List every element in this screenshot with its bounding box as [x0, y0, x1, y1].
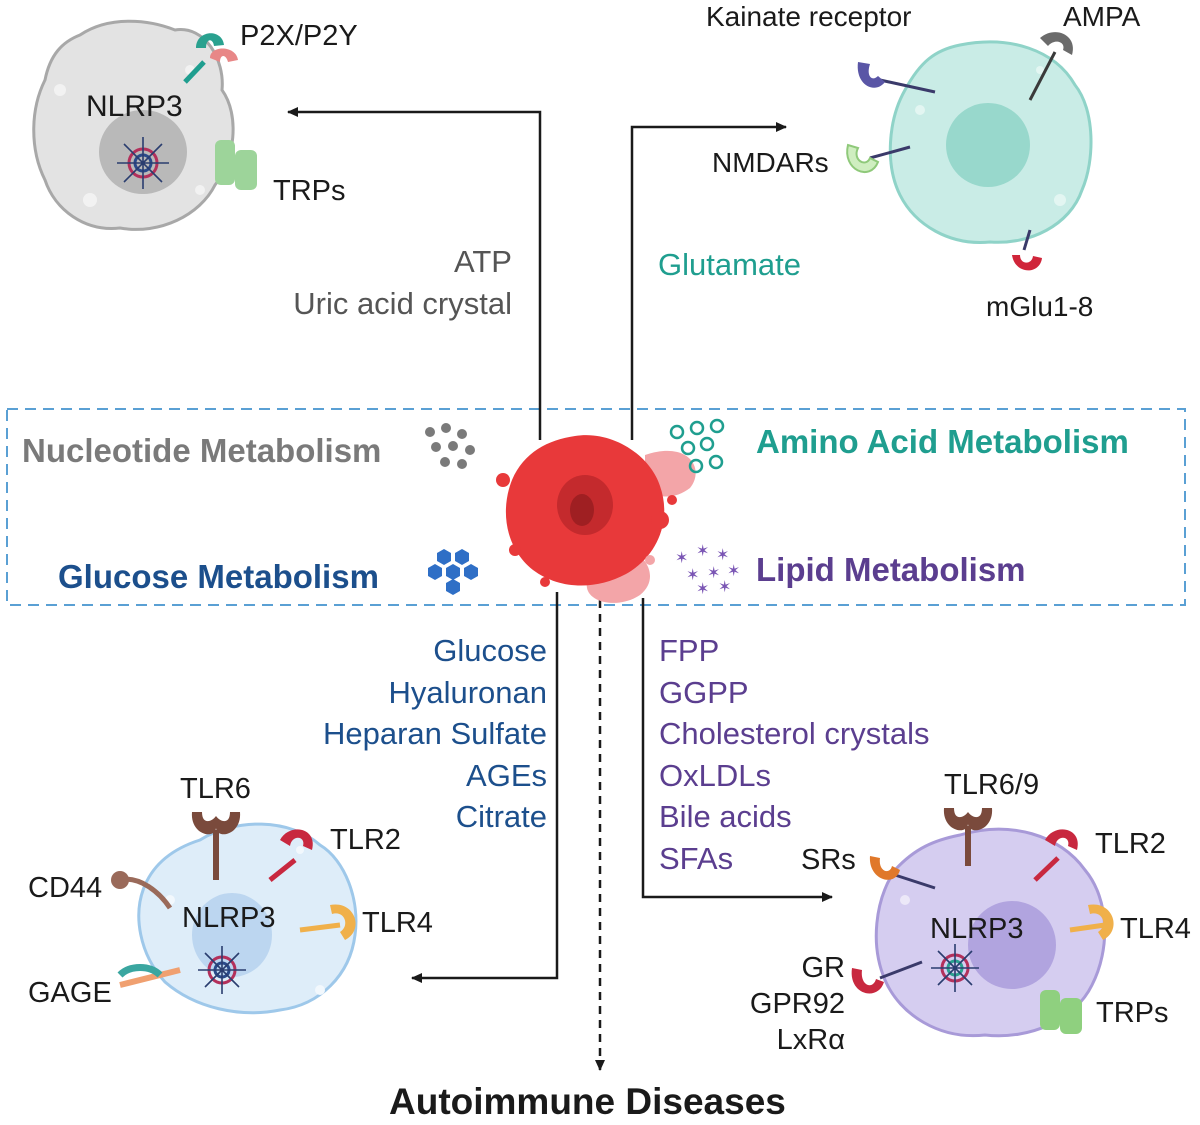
cd44-label: CD44	[28, 872, 103, 904]
nlrp3-label-bottom-right: NLRP3	[930, 913, 1024, 945]
gage-label: GAGE	[28, 977, 112, 1009]
svg-text:✶: ✶	[696, 579, 709, 598]
signal-uric-acid: Uric acid crystal	[293, 285, 512, 321]
signal-sfas: SFAs	[659, 840, 734, 876]
nlrp3-inflammasome-icon-bottom-left	[198, 946, 246, 994]
mglu-receptor-icon	[1012, 229, 1042, 271]
lipid-signals: FPP GGPP Cholesterol crystals OxLDLs Bil…	[659, 630, 929, 879]
glucose-metabolism-label: Glucose Metabolism	[58, 558, 379, 595]
tlr6-label: TLR6	[180, 773, 251, 805]
nucleotide-dots-icon	[425, 423, 475, 469]
gage-receptor-icon	[117, 964, 181, 988]
svg-text:✶: ✶	[727, 561, 740, 580]
arrow-to-top-right-cell	[630, 122, 787, 440]
gr-gpr92-lxr-labels: GR GPR92 LxRα	[735, 950, 845, 1058]
lipid-metabolism-label: Lipid Metabolism	[756, 551, 1026, 588]
signal-hyaluronan: Hyaluronan	[388, 674, 547, 710]
tlr2-label-bottom-right: TLR2	[1095, 828, 1166, 860]
nmdar-receptor-icon	[846, 143, 911, 174]
amino-acid-metabolism-label: Amino Acid Metabolism	[756, 423, 1129, 460]
tlr4-receptor-icon-bottom-right	[1069, 904, 1114, 940]
signal-atp: ATP	[454, 244, 512, 279]
signal-heparan-sulfate: Heparan Sulfate	[322, 716, 547, 751]
nlrp3-label-bottom-left: NLRP3	[182, 902, 276, 934]
p2x-p2y-label: P2X/P2Y	[240, 20, 358, 52]
signal-ages: AGEs	[466, 757, 547, 793]
cd44-receptor-icon	[111, 871, 173, 910]
svg-text:✶: ✶	[718, 577, 731, 596]
tlr6-receptor-icon	[191, 812, 241, 880]
signal-fpp: FPP	[659, 633, 720, 668]
arrow-to-top-left-cell	[287, 107, 542, 440]
metabolism-box	[6, 408, 1186, 606]
tlr6-9-label: TLR6/9	[944, 769, 1040, 801]
mglu-label: mGlu1-8	[986, 291, 1094, 322]
trps-label-top-left: TRPs	[273, 175, 346, 207]
tlr2-label-bottom-left: TLR2	[330, 824, 401, 856]
kainate-receptor-icon	[857, 62, 936, 94]
tlr2-receptor-icon-bottom-left	[268, 829, 313, 882]
cell-top-right	[888, 40, 1093, 244]
svg-text:✶: ✶	[675, 548, 688, 567]
amino-acid-circles-icon	[669, 418, 725, 474]
signal-glucose: Glucose	[433, 633, 547, 668]
tlr4-receptor-icon-bottom-left	[299, 904, 356, 940]
glucose-signals: Glucose Hyaluronan Heparan Sulfate AGEs …	[240, 630, 547, 838]
cell-bottom-left	[137, 822, 358, 1015]
ampa-receptor-icon	[1028, 32, 1073, 101]
nucleotide-signals: ATP Uric acid crystal	[230, 241, 512, 324]
cell-top-left	[32, 19, 235, 231]
ampa-label: AMPA	[1063, 1, 1141, 32]
nucleotide-metabolism-label: Nucleotide Metabolism	[22, 432, 382, 469]
svg-text:✶: ✶	[707, 563, 720, 582]
svg-text:✶: ✶	[686, 565, 699, 584]
gr-gpr92-lxr-receptor-icon	[851, 960, 923, 994]
tlr4-label-bottom-right: TLR4	[1120, 913, 1191, 945]
dying-cell	[496, 435, 696, 603]
signal-glutamate: Glutamate	[658, 247, 802, 282]
tlr4-label-bottom-left: TLR4	[362, 907, 433, 939]
lipid-stars-icon: ✶✶✶ ✶✶✶ ✶✶	[675, 541, 740, 598]
signal-citrate: Citrate	[455, 799, 547, 834]
arrow-to-bottom-left-cell	[411, 592, 559, 983]
trp-channel-icon-bottom-right	[1040, 990, 1082, 1034]
signal-bile-acids: Bile acids	[659, 799, 792, 834]
tlr2-receptor-icon-bottom-right	[1033, 829, 1078, 882]
svg-text:✶: ✶	[696, 541, 709, 560]
arrow-to-bottom-right-cell	[641, 598, 833, 902]
gr-label: GR	[801, 952, 846, 984]
nlrp3-label-top-left: NLRP3	[86, 90, 183, 123]
gpr92-label: GPR92	[749, 988, 845, 1020]
tlr6-9-receptor-icon	[943, 808, 993, 866]
scavenger-receptor-icon	[869, 856, 936, 890]
signal-oxldls: OxLDLs	[659, 757, 771, 793]
signal-ggpp: GGPP	[659, 674, 749, 710]
lxr-label: LxRα	[776, 1024, 845, 1056]
cell-bottom-right	[874, 827, 1107, 1038]
glucose-hexagons-icon	[428, 549, 478, 595]
signal-cholesterol-crystals: Cholesterol crystals	[659, 716, 930, 751]
trp-channel-icon-top-left	[215, 140, 257, 190]
srs-label: SRs	[801, 844, 856, 876]
trps-label-bottom-right: TRPs	[1096, 997, 1169, 1029]
autoimmune-diseases-label: Autoimmune Diseases	[389, 1081, 786, 1122]
p2x-p2y-receptor-icon	[183, 33, 238, 84]
nmdars-label: NMDARs	[712, 147, 829, 178]
nlrp3-inflammasome-icon-top-left	[117, 137, 169, 189]
kainate-receptor-label: Kainate receptor	[706, 1, 912, 32]
nlrp3-inflammasome-icon-bottom-right	[931, 944, 979, 992]
svg-text:✶: ✶	[716, 545, 729, 564]
